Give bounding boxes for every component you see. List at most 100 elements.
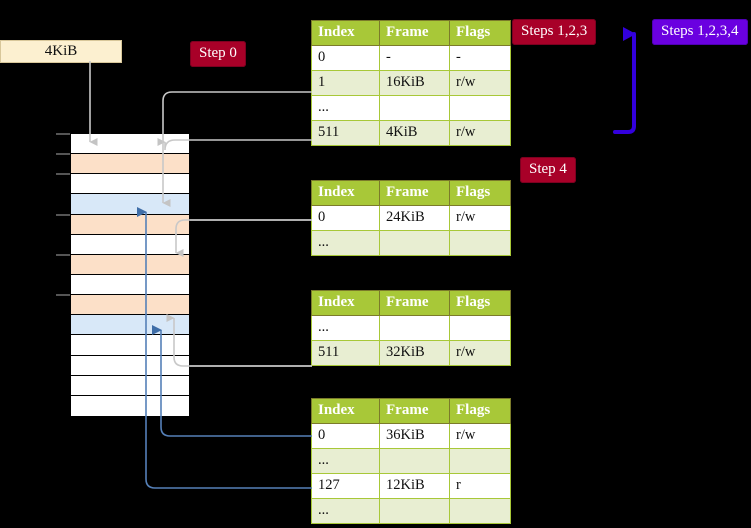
table-cell: r/w [450, 121, 511, 146]
memory-frame-row [71, 194, 189, 214]
physical-memory-column [70, 133, 190, 415]
table-cell: ... [312, 499, 380, 524]
table-row: 5114KiBr/w [312, 121, 511, 146]
table-cell: 4KiB [380, 121, 450, 146]
memory-frame-row [71, 174, 189, 194]
table-cell: r/w [450, 341, 511, 366]
table-cell [450, 449, 511, 474]
pd-table: IndexFrameFlags...51132KiBr/w [311, 290, 511, 366]
memory-frame-row [71, 295, 189, 315]
column-header-frame: Frame [380, 181, 450, 206]
table-cell: 0 [312, 206, 380, 231]
table-cell [380, 499, 450, 524]
column-header-index: Index [312, 399, 380, 424]
memory-frame-row [71, 154, 189, 174]
table-row: 12712KiBr [312, 474, 511, 499]
table-row: 116KiBr/w [312, 71, 511, 96]
step-0-badge: Step 0 [190, 41, 246, 67]
violet-bracket [615, 34, 634, 132]
steps-123-badge: Steps 1,2,3 [512, 19, 596, 45]
memory-frame-row [71, 215, 189, 235]
memory-frame-row [71, 134, 189, 154]
steps-1234-badge: Steps 1,2,3,4 [652, 19, 748, 45]
memory-row-tick [56, 173, 70, 175]
column-header-frame: Frame [380, 21, 450, 46]
pdp-table: IndexFrameFlags024KiBr/w... [311, 180, 511, 256]
table-cell: r/w [450, 206, 511, 231]
table-cell [450, 316, 511, 341]
table-cell: 24KiB [380, 206, 450, 231]
table-header-row: IndexFrameFlags [312, 181, 511, 206]
memory-frame-row [71, 335, 189, 355]
table-cell: ... [312, 96, 380, 121]
table-cell [450, 499, 511, 524]
table-cell: 127 [312, 474, 380, 499]
memory-block-label: 4KiB [45, 43, 78, 60]
table-cell [450, 96, 511, 121]
column-header-index: Index [312, 181, 380, 206]
memory-row-tick [56, 254, 70, 256]
table-row: ... [312, 449, 511, 474]
memory-row-tick [56, 133, 70, 135]
pt-table: IndexFrameFlags036KiBr/w...12712KiBr... [311, 398, 511, 524]
memory-row-tick [56, 214, 70, 216]
steps-1234-label: Steps 1,2,3,4 [661, 23, 739, 39]
table-cell [380, 316, 450, 341]
memory-block-4kib: 4KiB [0, 40, 122, 63]
table-cell: 32KiB [380, 341, 450, 366]
table-row: ... [312, 96, 511, 121]
pml4-table: IndexFrameFlags0--116KiBr/w...5114KiBr/w [311, 20, 511, 146]
column-header-flags: Flags [450, 21, 511, 46]
table-row: ... [312, 231, 511, 256]
memory-row-tick [56, 294, 70, 296]
column-header-flags: Flags [450, 291, 511, 316]
table-header-row: IndexFrameFlags [312, 291, 511, 316]
step-0-label: Step 0 [199, 45, 237, 61]
table-cell: 1 [312, 71, 380, 96]
table-row: 024KiBr/w [312, 206, 511, 231]
step-4-label: Step 4 [529, 161, 567, 177]
memory-frame-row [71, 356, 189, 376]
table-row: 0-- [312, 46, 511, 71]
table-row: 51132KiBr/w [312, 341, 511, 366]
memory-frame-row [71, 376, 189, 396]
memory-frame-row [71, 235, 189, 255]
table-row: ... [312, 316, 511, 341]
memory-row-tick [56, 153, 70, 155]
table-cell [380, 96, 450, 121]
column-header-index: Index [312, 291, 380, 316]
column-header-flags: Flags [450, 399, 511, 424]
memory-frame-row [71, 275, 189, 295]
table-cell: r/w [450, 424, 511, 449]
table-cell: ... [312, 449, 380, 474]
table-cell [380, 449, 450, 474]
step-4-badge: Step 4 [520, 157, 576, 183]
memory-frame-row [71, 396, 189, 416]
table-cell [450, 231, 511, 256]
table-header-row: IndexFrameFlags [312, 399, 511, 424]
table-cell: ... [312, 231, 380, 256]
column-header-frame: Frame [380, 291, 450, 316]
table-header-row: IndexFrameFlags [312, 21, 511, 46]
memory-frame-row [71, 255, 189, 275]
column-header-index: Index [312, 21, 380, 46]
table-cell: 0 [312, 424, 380, 449]
column-header-frame: Frame [380, 399, 450, 424]
column-header-flags: Flags [450, 181, 511, 206]
table-row: ... [312, 499, 511, 524]
table-cell: 511 [312, 341, 380, 366]
table-cell: 16KiB [380, 71, 450, 96]
memory-frame-row [71, 315, 189, 335]
table-cell [380, 231, 450, 256]
table-cell: ... [312, 316, 380, 341]
table-cell: - [450, 46, 511, 71]
table-cell: 511 [312, 121, 380, 146]
table-row: 036KiBr/w [312, 424, 511, 449]
table-cell: 36KiB [380, 424, 450, 449]
table-cell: r [450, 474, 511, 499]
table-cell: 12KiB [380, 474, 450, 499]
table-cell: r/w [450, 71, 511, 96]
table-cell: - [380, 46, 450, 71]
steps-123-label: Steps 1,2,3 [521, 23, 587, 39]
